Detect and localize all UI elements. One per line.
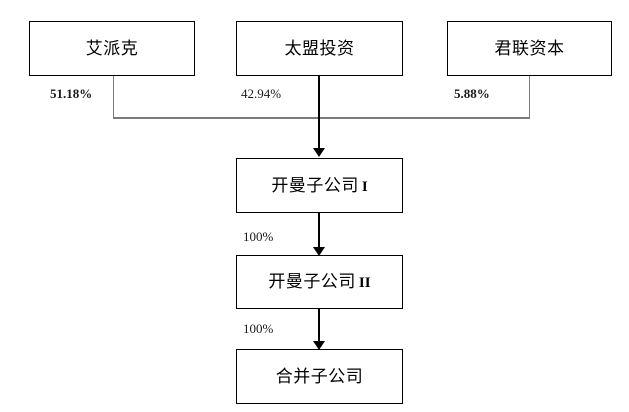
node-label-merger: 合并子公司 [275,367,364,386]
arrowhead-to-merger [313,341,325,350]
node-shareholder-aipaike: 艾派克 [29,21,195,76]
edge-label-cayman-1-to-2: 100% [243,229,274,244]
arrowhead-to-cayman-2 [313,247,325,256]
edge-label-taimeng-ownership: 42.94% [241,86,282,101]
node-merger-subsidiary: 合并子公司 [236,349,403,404]
connector-trunk-to-cayman-2 [318,213,320,249]
edge-label-aipaike-ownership: 51.18% [50,86,93,101]
connector-trunk-to-merger [318,309,320,343]
connector-drop-junlian [529,76,530,119]
connector-drop-aipaike [113,76,114,119]
node-label-cayman-1-numeral: I [361,178,368,195]
node-shareholder-junlian: 君联资本 [447,21,612,76]
node-label-junlian: 君联资本 [494,39,565,58]
arrowhead-to-cayman-1 [313,148,325,157]
node-label-taimeng: 太盟投资 [284,39,355,58]
node-label-cayman-2-numeral: II [358,275,371,291]
node-shareholder-taimeng: 太盟投资 [236,21,403,76]
node-label-aipaike: 艾派克 [85,39,139,58]
connector-horizontal-rail [113,117,530,119]
connector-trunk-to-cayman-1 [318,76,320,150]
edge-label-junlian-ownership: 5.88% [454,86,490,101]
edge-label-cayman-2-to-merger: 100% [243,321,274,336]
